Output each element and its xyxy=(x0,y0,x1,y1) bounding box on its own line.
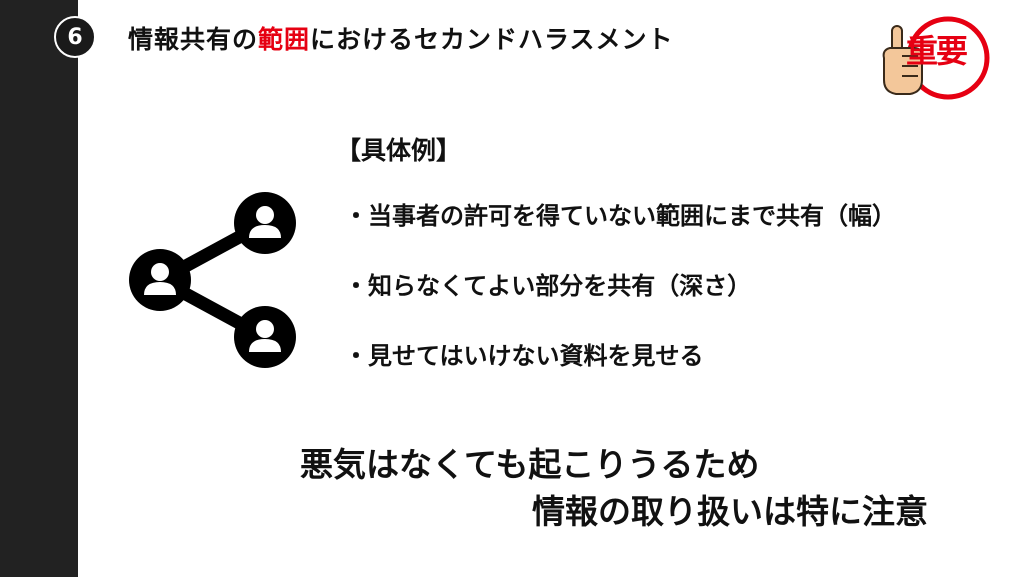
left-sidebar-bar xyxy=(0,0,78,577)
slide-title: 情報共有の範囲におけるセカンドハラスメント xyxy=(128,20,674,56)
example-item-1: ・当事者の許可を得ていない範囲にまで共有（幅） xyxy=(344,202,896,230)
examples-heading: 【具体例】 xyxy=(336,136,462,165)
example-item-2: ・知らなくてよい部分を共有（深さ） xyxy=(344,272,752,300)
stamp-label: 重要 xyxy=(906,32,968,70)
person-node-left xyxy=(129,249,191,311)
slide-number-badge: 6 xyxy=(54,16,96,58)
person-node-top xyxy=(234,192,296,254)
important-stamp-icon xyxy=(882,16,990,100)
title-text-after: におけるセカンドハラスメント xyxy=(310,25,674,54)
title-text-before: 情報共有の xyxy=(128,25,259,54)
conclusion-line-1: 悪気はなくても起こりうるため xyxy=(300,445,760,484)
share-people-icon xyxy=(129,192,296,368)
person-node-bottom xyxy=(234,306,296,368)
conclusion-line-2: 情報の取り扱いは特に注意 xyxy=(532,492,928,531)
example-item-3: ・見せてはいけない資料を見せる xyxy=(344,342,704,370)
title-text-accent: 範囲 xyxy=(258,25,311,54)
